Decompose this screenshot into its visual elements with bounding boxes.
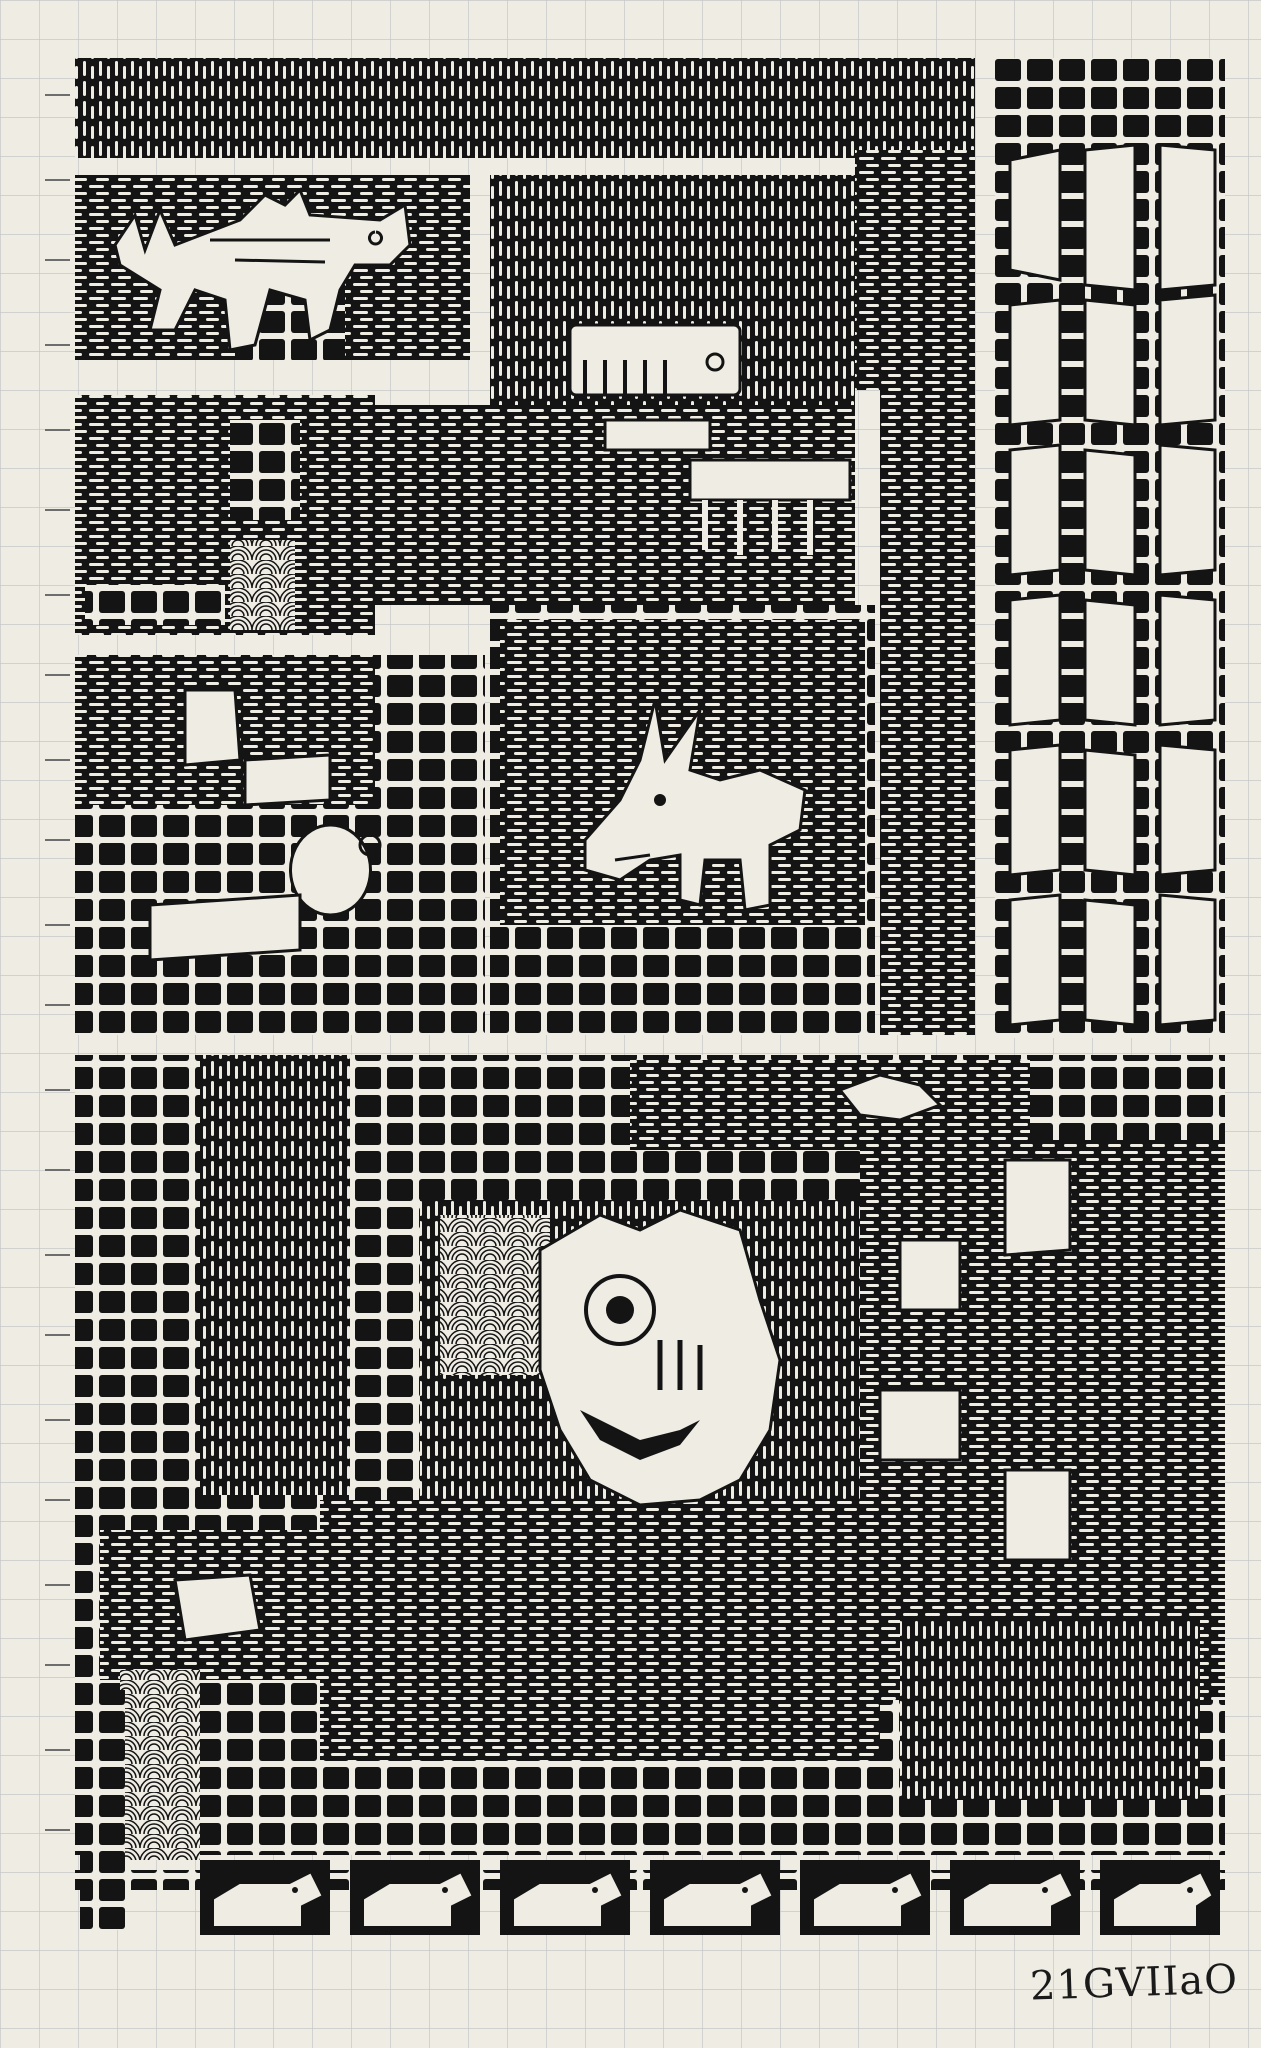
middle-center-horned-creature-panel (490, 605, 875, 1035)
top-band (75, 58, 975, 390)
center-hatched-band (375, 405, 855, 605)
upper-left-creature-panel (75, 175, 470, 360)
right-column-figures (995, 58, 1225, 1038)
upper-left-strip (75, 395, 375, 635)
artwork-caption: 21GVIIaO (1029, 1956, 1239, 2010)
middle-left-figure-panel (75, 655, 485, 1035)
vertical-hatch-strip (880, 390, 975, 1035)
margin-ticks (45, 94, 70, 1831)
upper-center-creature-panel (490, 175, 855, 405)
bottom-animal-row (75, 1690, 1225, 1935)
lower-large-face-panel (75, 1055, 1225, 1860)
